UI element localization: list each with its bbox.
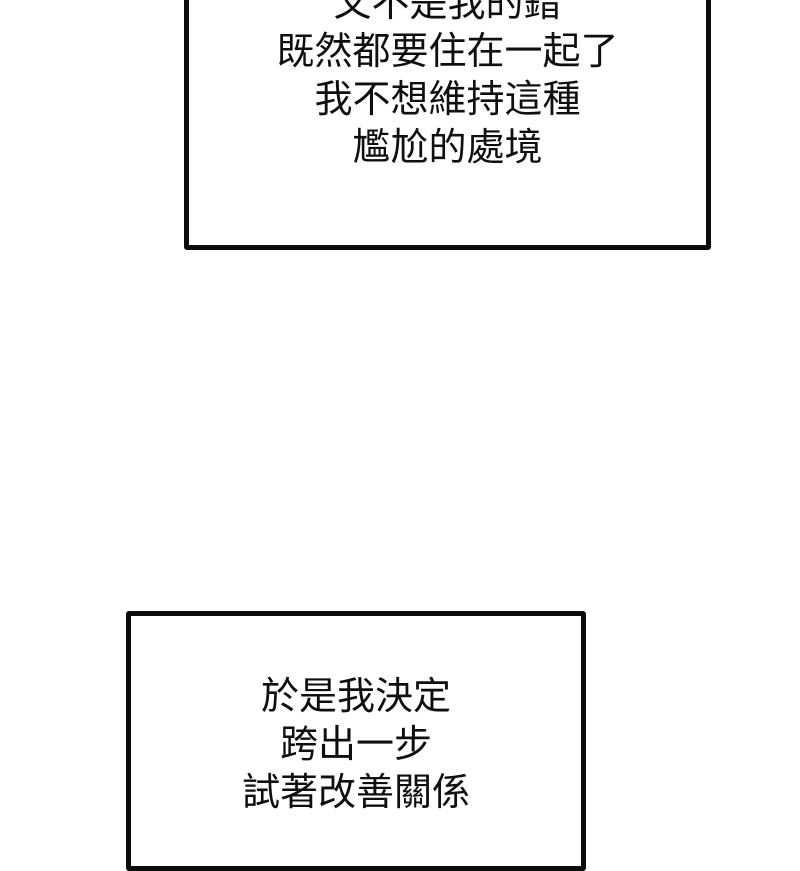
narration-box-top: 又不是我的錯 既然都要住在一起了 我不想維持這種 尷尬的處境 — [184, 0, 711, 250]
narration-line: 於是我決定 — [260, 676, 451, 718]
narration-line: 尷尬的處境 — [352, 127, 543, 169]
narration-line: 既然都要住在一起了 — [276, 31, 619, 73]
narration-line: 試著改善關係 — [241, 772, 470, 814]
narration-line: 又不是我的錯 — [333, 0, 562, 25]
narration-text-top: 又不是我的錯 既然都要住在一起了 我不想維持這種 尷尬的處境 — [189, 0, 706, 172]
narration-line: 跨出一步 — [279, 724, 432, 766]
narration-line: 我不想維持這種 — [314, 79, 581, 121]
comic-page: { "page": { "background_color": "#ffffff… — [126, 0, 711, 871]
narration-text-bottom: 於是我決定 跨出一步 試著改善關係 — [131, 673, 581, 817]
narration-box-bottom: 於是我決定 跨出一步 試著改善關係 — [126, 611, 586, 871]
